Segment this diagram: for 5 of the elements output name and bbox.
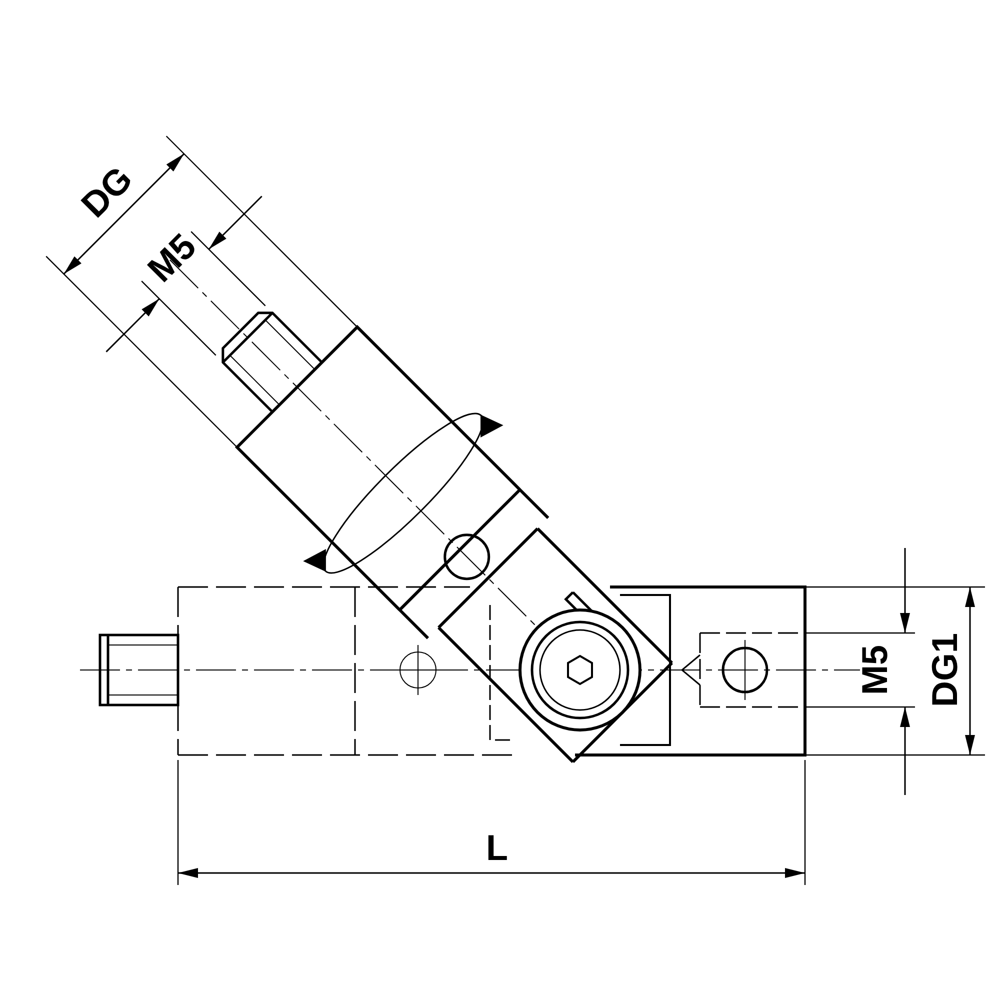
dimension-label: DG1 bbox=[927, 632, 964, 708]
dimension-label: M5 bbox=[142, 228, 202, 288]
dimension-label: L bbox=[486, 830, 508, 866]
dimension-label: DG bbox=[75, 160, 139, 224]
dimension-label: M5 bbox=[857, 645, 893, 695]
